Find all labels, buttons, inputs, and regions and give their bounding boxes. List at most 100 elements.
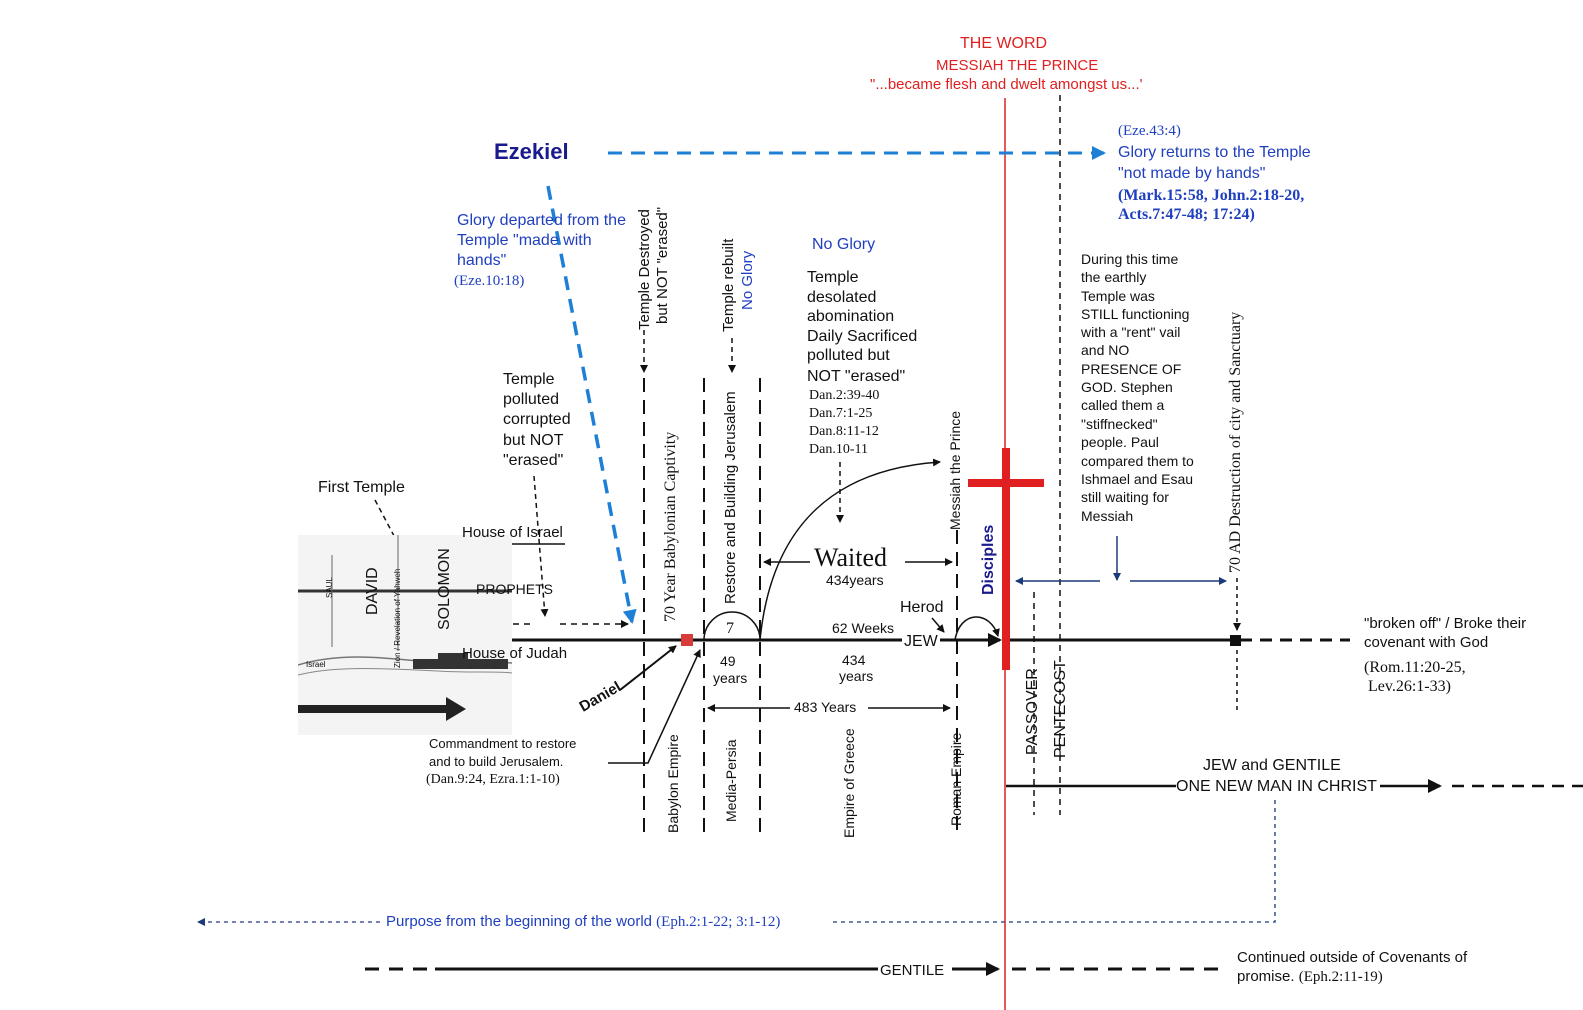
- empire-of-greece-label: Empire of Greece: [841, 728, 857, 838]
- herod-label: Herod: [900, 599, 944, 616]
- commandment-marker: [681, 634, 693, 646]
- broken-off-line2: covenant with God: [1364, 634, 1489, 651]
- restore-building-label: Restore and Building Jerusalem: [722, 391, 739, 604]
- during-line: the earthly: [1081, 269, 1147, 285]
- glory-departed-line3: hands": [457, 252, 507, 269]
- years-434-number: 434: [842, 652, 866, 668]
- one-new-man-label: ONE NEW MAN IN CHRIST: [1176, 778, 1377, 795]
- temple-rebuilt-label: Temple rebuilt: [720, 238, 737, 332]
- roman-empire-label: Roman Empire: [948, 732, 964, 826]
- during-line: Ishmael and Esau: [1081, 471, 1194, 487]
- broken-off-ref1: (Rom.11:20-25,: [1364, 659, 1466, 676]
- no-glory-line: Temple: [807, 269, 859, 286]
- broken-off-line1: "broken off" / Broke their: [1364, 615, 1527, 632]
- waited-arc: [759, 458, 941, 641]
- during-line: called them a: [1081, 397, 1165, 413]
- during-line: Temple was: [1081, 288, 1155, 304]
- purpose-connector: [832, 800, 1276, 923]
- no-glory-line: abomination: [807, 308, 895, 325]
- during-line: and NO: [1081, 342, 1130, 358]
- broken-off-ref2: Lev.26:1-33): [1368, 678, 1451, 695]
- destruction-70ad-label: 70 AD Destruction of city and Sanctuary: [1227, 311, 1244, 573]
- ezekiel-ref-top: (Eze.43:4): [1118, 123, 1181, 139]
- first-temple-label: First Temple: [318, 479, 405, 496]
- sketch-saul-label: SAUL: [325, 577, 334, 598]
- continued-line2: promise. (Eph.2:11-19): [1237, 968, 1383, 985]
- waited-years-label: 434years: [826, 572, 884, 588]
- solomon-label: SOLOMON: [436, 548, 453, 630]
- during-line: During this time: [1081, 251, 1179, 267]
- destruction-marker: [1230, 635, 1241, 646]
- no-glory-vertical-label: No Glory: [739, 250, 756, 310]
- no-glory-ref: Dan.2:39-40: [809, 388, 880, 403]
- temple-polluted-line: corrupted: [503, 411, 571, 428]
- during-line: compared them to: [1081, 453, 1194, 469]
- temple-polluted-line: Temple: [503, 371, 555, 388]
- commandment-arrow: [608, 649, 701, 764]
- temple-polluted-pointer: [533, 475, 549, 617]
- cross-vertical: [1002, 448, 1010, 670]
- years-49-number: 49: [720, 653, 736, 669]
- weeks-62-label: 62 Weeks: [832, 620, 894, 636]
- glory-departed-ref: (Eze.10:18): [454, 273, 525, 289]
- messiah-prince-title: MESSIAH THE PRINCE: [936, 57, 1099, 74]
- disciples-label: Disciples: [980, 524, 997, 595]
- temple-destroyed-label-1: Temple Destroyed: [636, 209, 653, 330]
- during-line: GOD. Stephen: [1081, 379, 1173, 395]
- temple-polluted-line: polluted: [503, 391, 560, 408]
- during-line: still waiting for: [1081, 489, 1169, 505]
- temple-polluted-line: but NOT: [503, 432, 564, 449]
- house-of-judah-label: House of Judah: [462, 645, 568, 662]
- prophets-label: PROPHETS: [476, 581, 554, 597]
- glory-returns-line1: Glory returns to the Temple: [1118, 144, 1311, 161]
- no-glory-line: desolated: [807, 289, 877, 306]
- the-word-title: THE WORD: [960, 35, 1048, 52]
- seven-weeks-label: 7: [726, 620, 734, 637]
- no-glory-ref: Dan.10-11: [809, 442, 868, 457]
- gentile-label: GENTILE: [880, 962, 945, 979]
- waited-label: Waited: [814, 543, 887, 572]
- first-temple-sketch: [298, 535, 512, 735]
- babylon-empire-label: Babylon Empire: [665, 734, 681, 833]
- during-line: STILL functioning: [1081, 306, 1190, 322]
- glory-departed-line2: Temple "made with: [457, 232, 592, 249]
- herod-arc: [954, 616, 1000, 641]
- herod-pointer: [931, 617, 945, 633]
- became-flesh-quote: "...became flesh and dwelt amongst us...…: [870, 76, 1143, 93]
- during-line: with a "rent" vail: [1081, 324, 1181, 340]
- temple-polluted-line: "erased": [503, 452, 564, 469]
- glory-departed-dashed-arrow: [546, 185, 637, 624]
- no-glory-line: Daily Sacrificed: [807, 328, 918, 345]
- daniel-arrow: [619, 645, 677, 691]
- during-line: people. Paul: [1081, 434, 1159, 450]
- continued-line1: Continued outside of Covenants of: [1237, 949, 1468, 966]
- commandment-line2: and to build Jerusalem.: [429, 754, 564, 769]
- no-glory-title: No Glory: [812, 236, 876, 253]
- glory-returns-line2: "not made by hands": [1118, 165, 1266, 182]
- seven-weeks-arc: [703, 611, 761, 641]
- no-glory-ref: Dan.7:1-25: [809, 406, 873, 421]
- jew-and-gentile-label: JEW and GENTILE: [1203, 757, 1341, 774]
- media-persia-label: Media-Persia: [723, 739, 739, 822]
- during-line: PRESENCE OF: [1081, 361, 1182, 377]
- captivity-label: 70 Year Babylonian Captivity: [662, 431, 679, 622]
- sketch-israel-label: Israel: [306, 660, 326, 669]
- during-line: "stiffnecked": [1081, 416, 1158, 432]
- years-49-word: years: [713, 670, 748, 686]
- cross-horizontal: [968, 479, 1044, 487]
- glory-returns-refs1: (Mark.15:58, John.2:18-20,: [1118, 187, 1305, 204]
- years-483-label: 483 Years: [794, 699, 857, 715]
- no-glory-line: NOT "erased": [807, 368, 906, 385]
- jew-label: JEW: [902, 632, 940, 651]
- sketch-zion-label: Zion / Revelation of Yahweh: [393, 568, 402, 668]
- david-label: DAVID: [364, 567, 381, 615]
- no-glory-ref: Dan.8:11-12: [809, 424, 879, 439]
- glory-returns-refs2: Acts.7:47-48; 17:24): [1118, 206, 1255, 223]
- commandment-ref: (Dan.9:24, Ezra.1:1-10): [426, 772, 560, 787]
- messiah-prince-vertical-label: Messiah the Prince: [947, 410, 963, 530]
- glory-departed-line1: Glory departed from the: [457, 212, 626, 229]
- years-434-word: years: [839, 668, 874, 684]
- pentecost-label: PENTECOST: [1052, 660, 1069, 758]
- passover-label: PASSOVER: [1024, 668, 1041, 755]
